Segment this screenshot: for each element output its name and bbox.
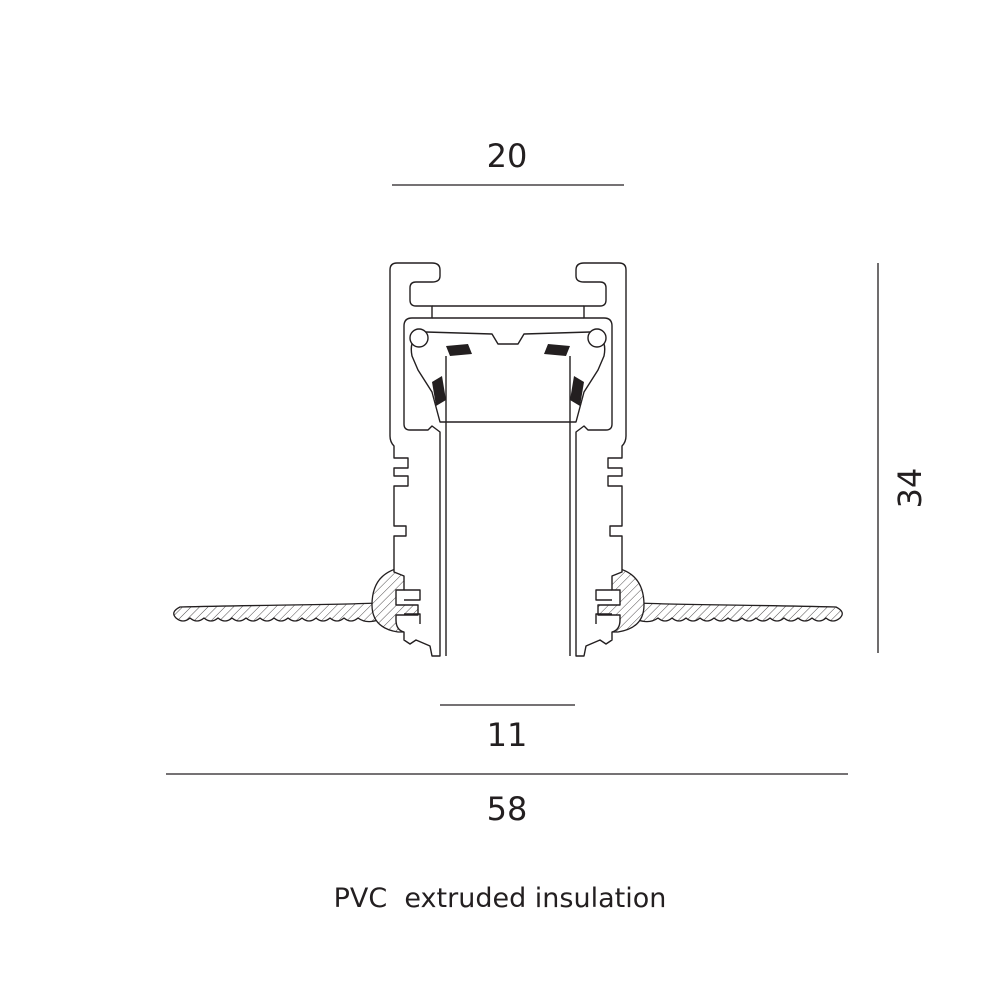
top-bridge: [432, 305, 584, 319]
right-screw-boss: [587, 328, 607, 348]
dimension-top-width-label: 20: [487, 137, 528, 175]
dimension-top-width: 20: [392, 137, 624, 186]
dimension-height-label: 34: [891, 468, 929, 509]
right-side-conductor: [570, 376, 584, 406]
dimension-height: 34: [877, 263, 929, 653]
right-profile-wall: [575, 262, 627, 657]
aluminium-profile: [173, 262, 843, 657]
left-plaster-wing: [173, 602, 381, 623]
right-plaster-wing: [635, 602, 843, 623]
right-top-conductor: [544, 344, 570, 356]
dimension-overall-width-label: 58: [487, 790, 528, 828]
dimension-overall-width: 58: [166, 773, 848, 828]
right-clip-detail: [595, 589, 612, 624]
caption: PVC extruded insulation: [334, 883, 667, 914]
left-screw-boss: [409, 328, 429, 348]
left-top-conductor: [446, 344, 472, 356]
left-side-conductor: [432, 376, 446, 406]
left-profile-wall: [389, 262, 441, 657]
dimension-slot-width: 11: [440, 704, 575, 754]
left-clip-detail: [404, 589, 421, 624]
inner-track-housing: [410, 331, 606, 423]
dimension-slot-width-label: 11: [487, 716, 528, 754]
